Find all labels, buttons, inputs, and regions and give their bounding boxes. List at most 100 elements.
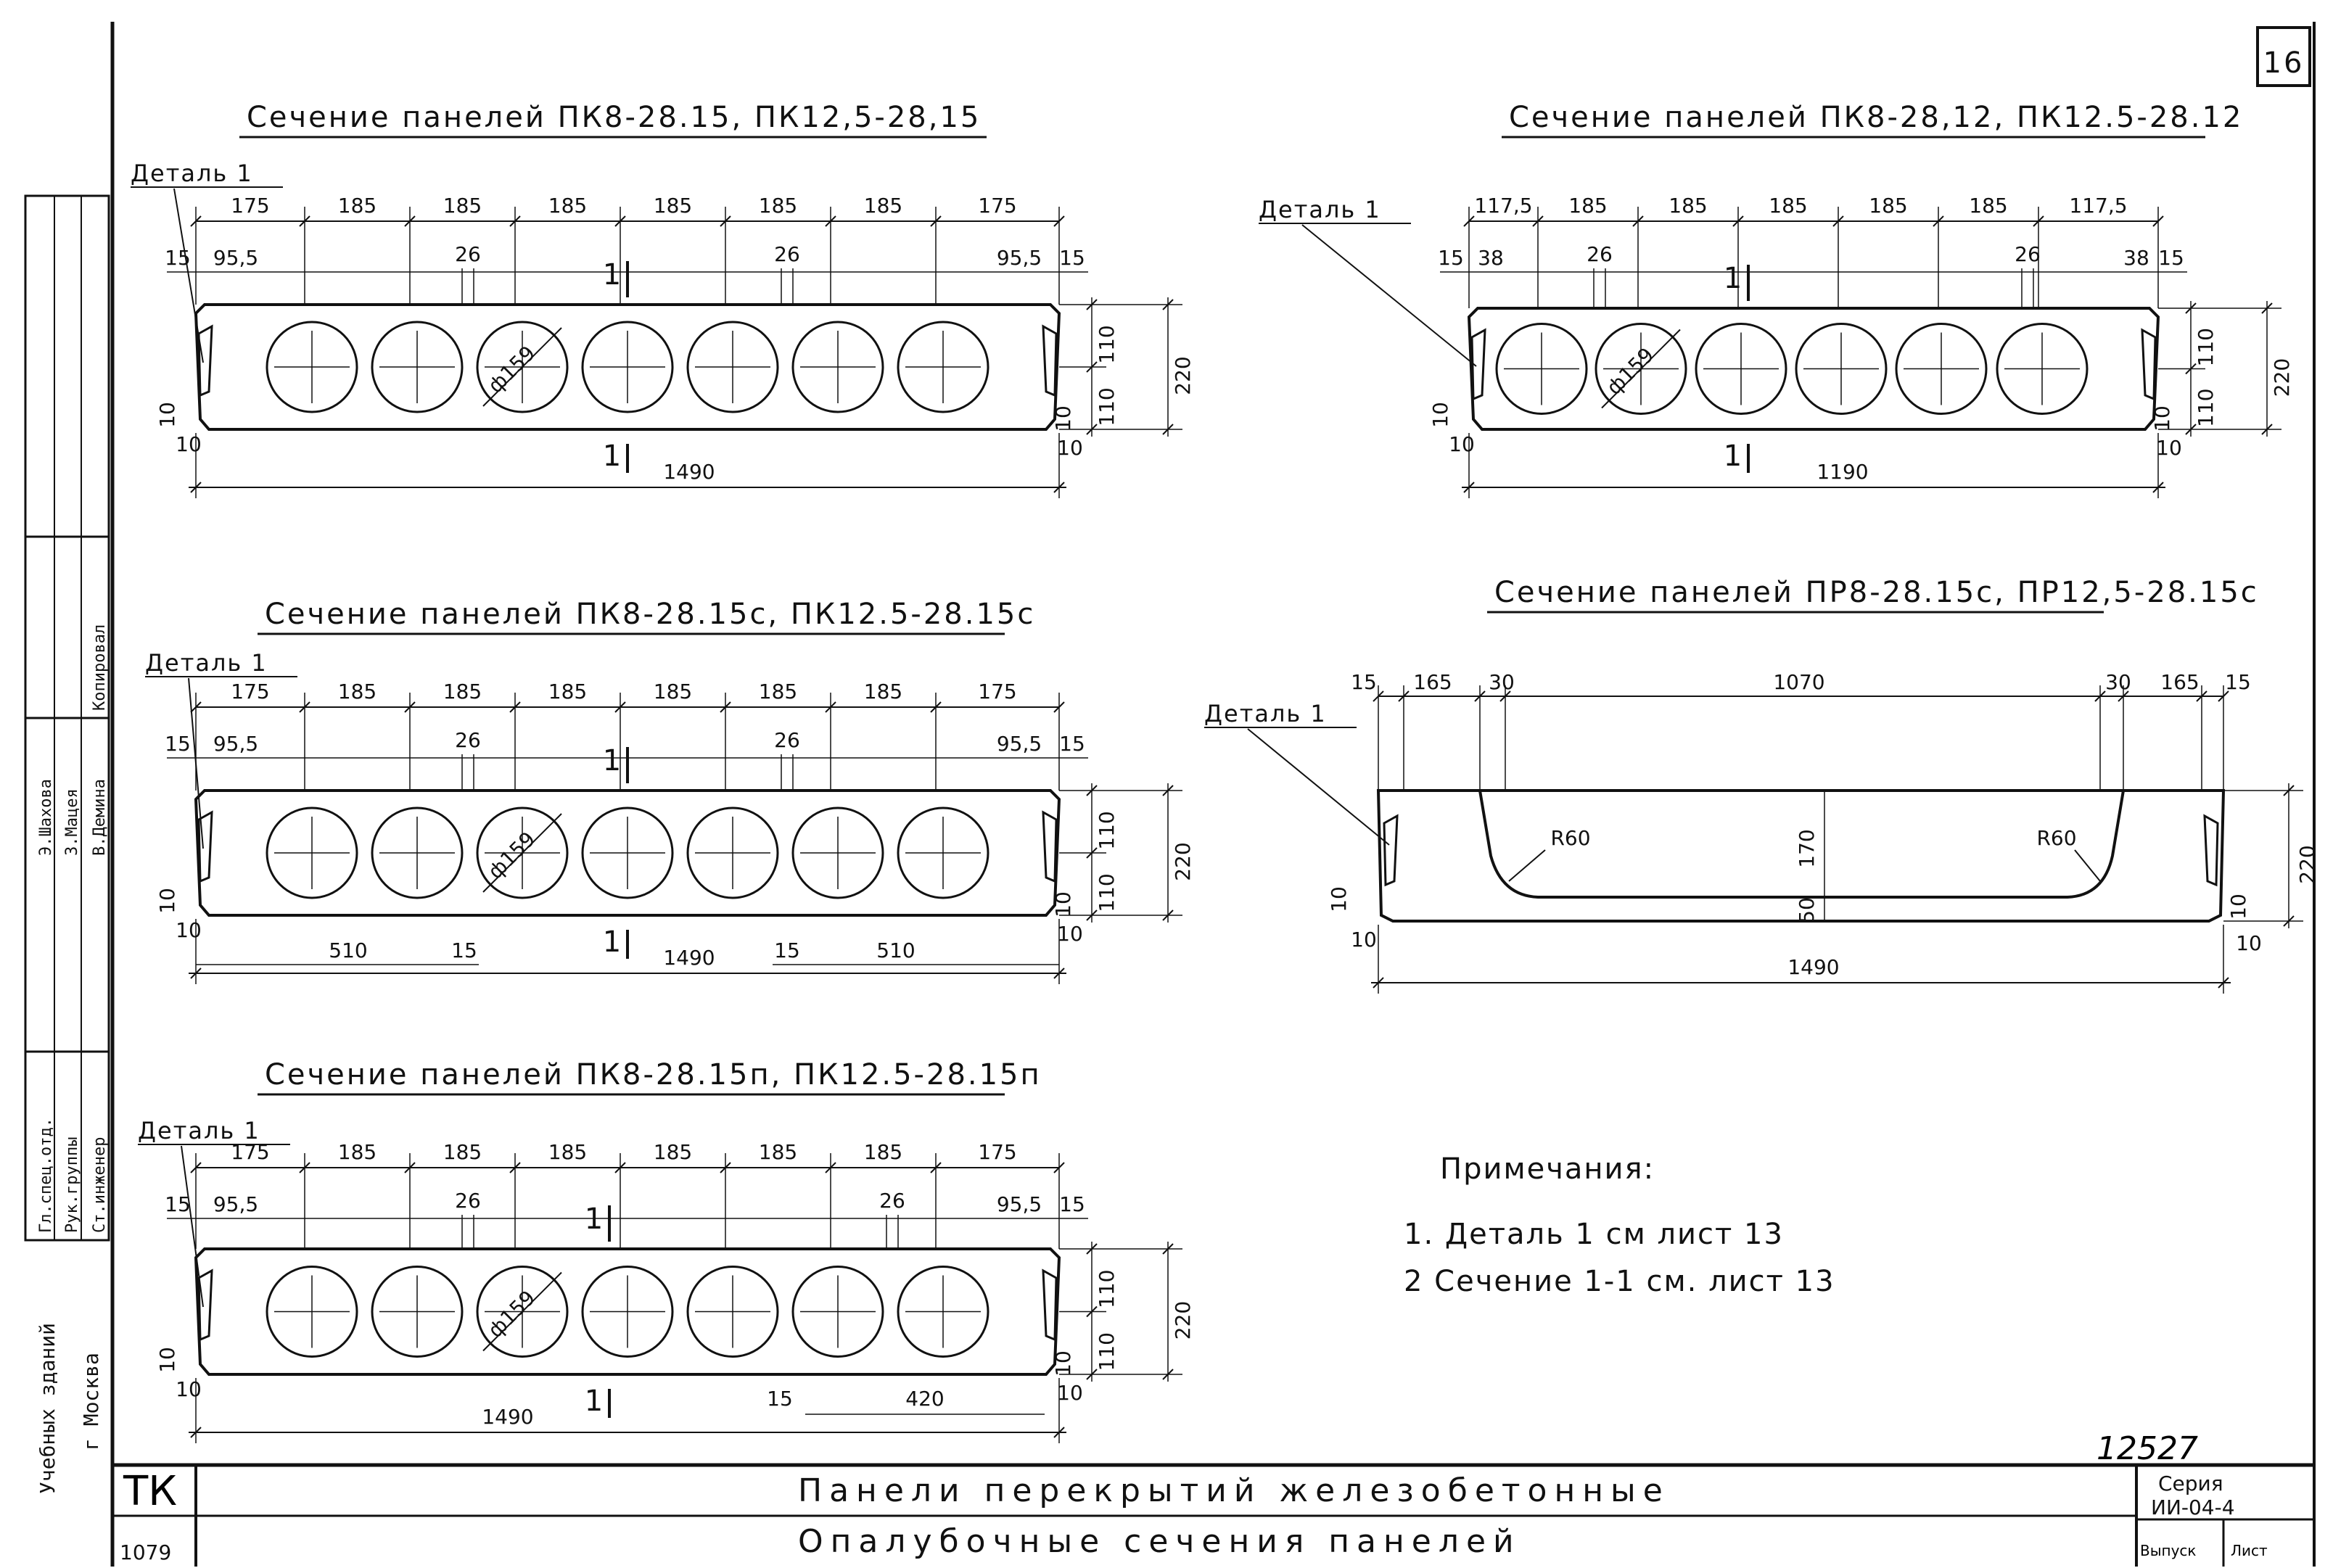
s5-h-tick-3 <box>1086 1369 1098 1380</box>
sheet-number: 16 <box>2263 46 2305 80</box>
s5-dim-15-left: 15 <box>165 1192 191 1216</box>
s2-dim-38-right: 38 <box>2123 246 2149 270</box>
side-stamp-role-1: Гл.спец.отд. <box>37 1118 55 1233</box>
s3-title: Сечение панелей ПК8-28.15с, ПК12.5-28.15… <box>265 598 1035 631</box>
s3-panel-outline <box>194 789 1061 917</box>
s3-top-dim-2: 185 <box>338 680 377 703</box>
s4-dim-170: 170 <box>1795 829 1819 867</box>
s5-top-tick-3 <box>509 1162 521 1173</box>
s5-diameter-label: ф159 <box>483 1286 540 1342</box>
s3-dim-220: 220 <box>1171 842 1195 880</box>
s1-width-tick-left <box>190 482 202 493</box>
s4-dim-165-right: 165 <box>2160 670 2199 694</box>
s2-h-tick-1 <box>2185 302 2197 314</box>
section-s1: Сечение панелей ПК8-28.15, ПК12,5-28,15Д… <box>131 101 1195 498</box>
s2-detail-leader <box>1301 224 1477 367</box>
s4-dim-30-left: 30 <box>1489 670 1515 694</box>
stamp-number: 1079 <box>120 1540 171 1564</box>
s5-width-tick-right <box>1053 1427 1065 1438</box>
s1-h-tick-1 <box>1086 299 1098 310</box>
s3-top-dim-6: 185 <box>759 680 797 703</box>
s3-top-tick-5 <box>720 701 731 713</box>
s4-dim-10-left-v: 10 <box>1327 886 1351 912</box>
s3-void-1 <box>266 806 358 899</box>
s3-dim-15-gap-left: 15 <box>451 938 477 962</box>
s1-top-tick-7 <box>930 215 942 227</box>
s3-void-6 <box>791 806 884 899</box>
s5-dim-10-right: 10 <box>1057 1381 1083 1405</box>
s4-h-tick-1 <box>2283 785 2295 796</box>
s3-dim-15-left: 15 <box>165 732 191 756</box>
s1-top-dim-8: 175 <box>978 194 1016 218</box>
s2-dim-10-right-v: 10 <box>2150 405 2174 432</box>
sections-layer: Сечение панелей ПК8-28.15, ПК12,5-28,15Д… <box>131 101 2319 1443</box>
s2-dim-110-top: 110 <box>2194 328 2218 366</box>
s5-top-tick-2 <box>404 1162 416 1173</box>
s1-dim-10-right-v: 10 <box>1051 405 1075 432</box>
s1-detail-label: Деталь 1 <box>131 160 253 187</box>
s1-cut-top: 1 <box>603 258 623 292</box>
s5-cut-top: 1 <box>585 1202 605 1236</box>
s5-void-6 <box>791 1266 884 1358</box>
s3-dim-10-left: 10 <box>176 918 202 942</box>
s5-h-tick-1 <box>1086 1243 1098 1255</box>
side-stamp-role-3: Ст.инженер <box>91 1137 109 1233</box>
s5-cut-bottom: 1 <box>585 1385 605 1418</box>
s2-top-dim-6: 185 <box>1969 194 2007 218</box>
section-s3: Сечение панелей ПК8-28.15с, ПК12.5-28.15… <box>145 598 1195 984</box>
s2-width-tick-right <box>2152 482 2164 493</box>
s5-left-key <box>197 1268 213 1342</box>
section-s4: Сечение панелей ПР8-28.15с, ПР12,5-28.15… <box>1204 576 2319 994</box>
s2-top-dim-7: 117,5 <box>2069 194 2127 218</box>
s4-top-tick-7 <box>2218 690 2229 702</box>
s1-top-tick-2 <box>404 215 416 227</box>
s2-dim-26-2: 26 <box>2015 242 2041 266</box>
s5-top-dim-5: 185 <box>654 1140 692 1164</box>
s1-top-dim-4: 185 <box>548 194 587 218</box>
s2-width-label: 1190 <box>1816 460 1868 484</box>
s1-top-tick-5 <box>720 215 731 227</box>
s4-right-key <box>2203 814 2219 887</box>
s3-left-key <box>197 810 213 883</box>
s4-dim-15-right: 15 <box>2225 670 2251 694</box>
s1-top-dim-6: 185 <box>759 194 797 218</box>
s1-top-tick-4 <box>614 215 626 227</box>
s3-top-tick-6 <box>825 701 836 713</box>
s1-h-tick-4 <box>1162 299 1174 310</box>
s5-dim-110-top: 110 <box>1095 1270 1119 1308</box>
s3-top-dim-3: 185 <box>443 680 482 703</box>
side-stamp-role-2: Рук.группы <box>63 1137 81 1233</box>
s5-top-tick-1 <box>299 1162 310 1173</box>
issue-label: Выпуск <box>2140 1542 2197 1559</box>
s1-dim-10-left-v: 10 <box>155 402 179 428</box>
s2-dim-110-bottom: 110 <box>2194 389 2218 427</box>
s1-void-1 <box>266 321 358 413</box>
note-1: 1. Деталь 1 см лист 13 <box>1404 1218 1784 1251</box>
s5-dim-110-bottom: 110 <box>1095 1332 1119 1371</box>
s5-top-dim-4: 185 <box>548 1140 587 1164</box>
s1-dim-10-left: 10 <box>176 432 202 456</box>
side-stamp-copy: Копировал <box>91 624 109 711</box>
s4-dim-30-right: 30 <box>2105 670 2131 694</box>
s3-dim-95-left: 95,5 <box>213 732 258 756</box>
s5-h-tick-4 <box>1162 1243 1174 1255</box>
s1-void-6 <box>791 321 884 413</box>
s3-h-tick-4 <box>1162 785 1174 796</box>
side-stamp-org-1: Учебных зданий <box>36 1323 59 1494</box>
s2-cut-top: 1 <box>1724 262 1744 295</box>
s2-void-2 <box>1595 323 1687 415</box>
s4-dim-50: 50 <box>1795 897 1819 923</box>
s1-title: Сечение панелей ПК8-28.15, ПК12,5-28,15 <box>247 101 981 134</box>
s4-detail-label: Деталь 1 <box>1204 700 1327 727</box>
s5-top-dim-2: 185 <box>338 1140 377 1164</box>
s2-title: Сечение панелей ПК8-28,12, ПК12.5-28.12 <box>1509 101 2243 134</box>
s3-void-2 <box>371 806 464 899</box>
s2-top-tick-3 <box>1732 215 1744 227</box>
s1-dim-110-top: 110 <box>1095 325 1119 363</box>
s4-width-label: 1490 <box>1787 955 1839 979</box>
s2-dim-38-left: 38 <box>1478 246 1504 270</box>
s5-top-tick-7 <box>930 1162 942 1173</box>
s2-dim-26-1: 26 <box>1587 242 1613 266</box>
s1-top-dim-1: 175 <box>231 194 269 218</box>
s5-dim-10-left-v: 10 <box>155 1347 179 1373</box>
